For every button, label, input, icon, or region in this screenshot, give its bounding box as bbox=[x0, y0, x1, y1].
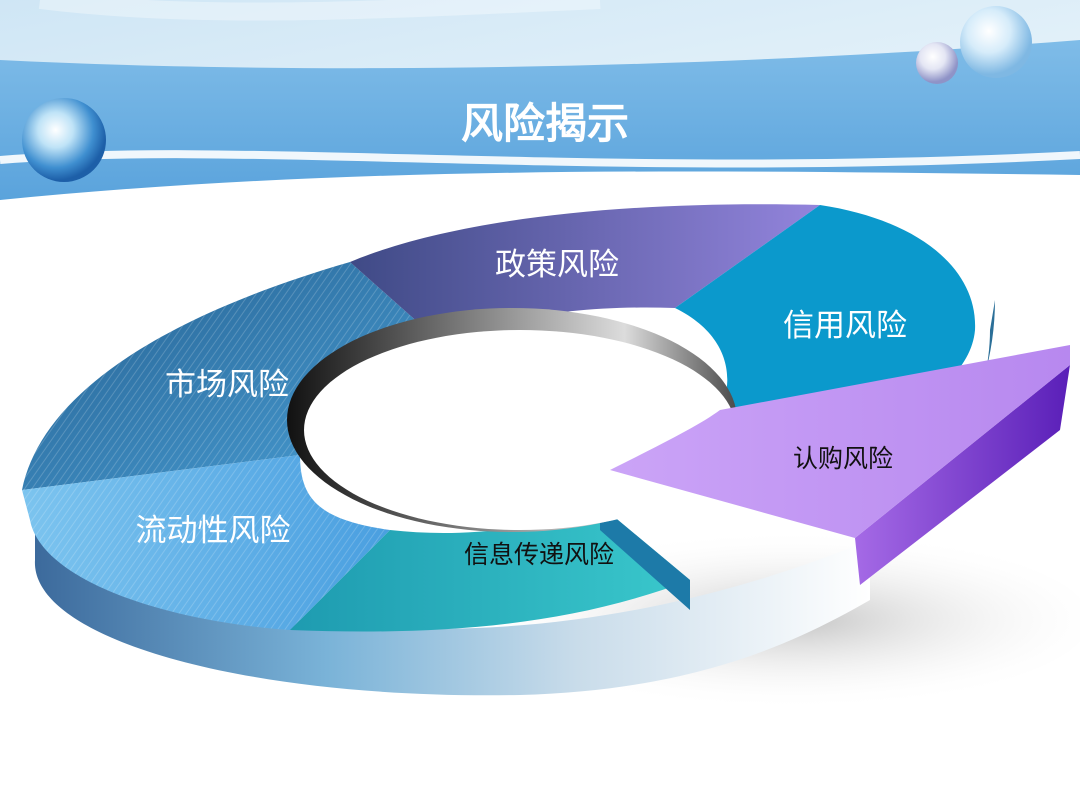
label-subscription: 认购风险 bbox=[793, 444, 893, 473]
left-orb-decoration bbox=[22, 98, 106, 182]
label-market: 市场风险 bbox=[165, 367, 289, 403]
ring-hole bbox=[304, 330, 736, 530]
slide-title: 风险揭示 bbox=[461, 99, 629, 148]
segment-credit bbox=[675, 205, 976, 410]
right-orb-small-decoration bbox=[916, 42, 958, 84]
right-orb-large-decoration bbox=[960, 6, 1032, 78]
ring-segments bbox=[22, 204, 1070, 632]
segment-subscription bbox=[610, 345, 1070, 538]
label-credit: 信用风险 bbox=[783, 308, 907, 344]
label-policy: 政策风险 bbox=[495, 247, 619, 283]
segment-labels: 政策风险 信用风险 认购风险 信息传递风险 流动性风险 市场风险 bbox=[136, 247, 908, 569]
segment-info bbox=[290, 505, 690, 632]
label-info: 信息传递风险 bbox=[464, 540, 614, 569]
segment-policy bbox=[350, 204, 820, 342]
label-liquidity: 流动性风险 bbox=[136, 513, 291, 549]
